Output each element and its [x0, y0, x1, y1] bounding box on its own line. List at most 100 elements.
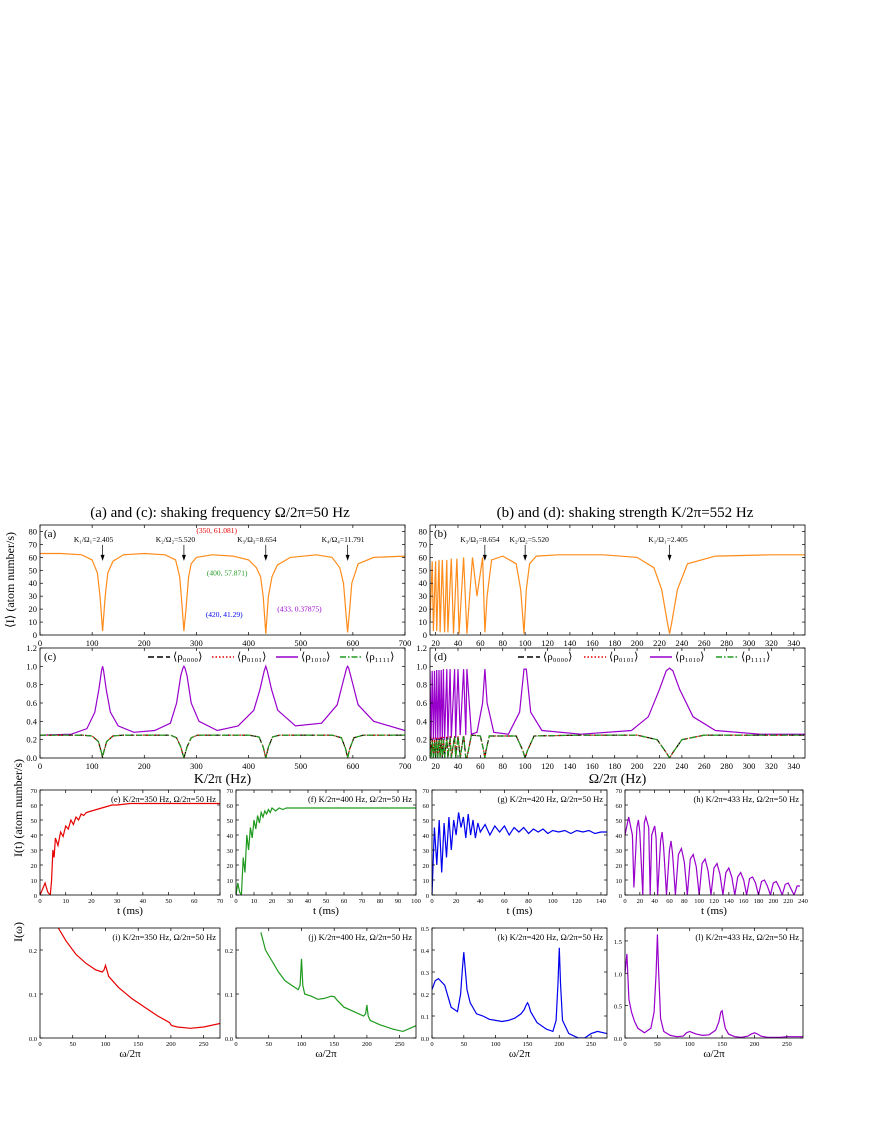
plot-frame-c — [39, 647, 406, 759]
x-tick-label-g-3: 60 — [501, 898, 508, 905]
x-tick-label-d-13: 280 — [720, 761, 733, 771]
x-tick-label-f-3: 30 — [287, 898, 294, 905]
row1-ylabel: ⟨I⟩ (atom number/s) — [3, 532, 17, 628]
x-tick-label-d-6: 140 — [564, 761, 577, 771]
x-tick-label-i-3: 150 — [133, 1041, 143, 1048]
series-line-g-0 — [432, 812, 607, 895]
x-tick-label-j-5: 250 — [395, 1041, 405, 1048]
x-tick-label-k-3: 150 — [523, 1041, 533, 1048]
x-tick-label-h-1: 20 — [637, 898, 644, 905]
y-tick-label-e-3: 30 — [31, 848, 38, 855]
x-tick-label-b-6: 140 — [564, 638, 577, 648]
series-line-d-0 — [430, 667, 805, 740]
x-tick-label-c-4: 400 — [242, 761, 255, 771]
x-tick-label-h-12: 240 — [798, 898, 808, 905]
y-tick-label-k-0: 0.0 — [421, 1036, 429, 1043]
panel-label-l: (l) K/2π=433 Hz, Ω/2π=50 Hz — [695, 932, 799, 942]
y-tick-label-l-3: 1.5 — [614, 939, 622, 946]
x-tick-label-f-5: 50 — [323, 898, 330, 905]
panel-label-a: (a) — [44, 528, 57, 540]
y-tick-label-e-6: 60 — [31, 803, 38, 810]
panel-label-e: (e) K/2π=350 Hz, Ω/2π=50 Hz — [111, 794, 216, 804]
y-tick-label-b-2: 20 — [419, 604, 428, 614]
x-tick-label-h-8: 160 — [739, 898, 749, 905]
x-tick-label-c-7: 700 — [399, 761, 412, 771]
y-tick-label-k-4: 0.4 — [421, 948, 430, 955]
y-tick-label-k-1: 0.1 — [421, 1014, 429, 1021]
y-tick-label-j-0: 0.0 — [225, 1036, 233, 1043]
y-tick-label-c-5: 1.0 — [26, 661, 37, 671]
x-tick-label-f-1: 10 — [251, 898, 258, 905]
y-tick-label-g-4: 40 — [423, 833, 430, 840]
y-tick-label-e-4: 40 — [31, 833, 38, 840]
x-tick-label-h-6: 120 — [709, 898, 719, 905]
series-line-a-0 — [40, 552, 405, 634]
arrow-head-a-0 — [100, 554, 105, 561]
row3-ylabel: I(t) (atom number/s) — [11, 759, 25, 857]
x-tick-label-g-6: 120 — [572, 898, 582, 905]
arrow-head-a-1 — [181, 554, 186, 561]
plot-frame-g — [431, 789, 608, 896]
x-tick-label-e-2: 20 — [88, 898, 95, 905]
panel-label-g: (g) K/2π=420 Hz, Ω/2π=50 Hz — [498, 794, 604, 804]
y-tick-label-l-1: 0.5 — [614, 1004, 622, 1011]
x-tick-label-j-0: 0 — [234, 1041, 237, 1048]
x-tick-label-d-7: 160 — [586, 761, 599, 771]
panel-label-j: (j) K/2π=400 Hz, Ω/2π=50 Hz — [308, 932, 412, 942]
x-tick-label-e-5: 50 — [165, 898, 172, 905]
series-line-k-0 — [432, 947, 607, 1038]
x-tick-label-a-0: 0 — [38, 638, 42, 648]
x-tick-label-g-4: 80 — [525, 898, 532, 905]
x-tick-label-b-16: 340 — [787, 638, 800, 648]
x-axis-label-l: ω/2π — [703, 1048, 725, 1060]
x-tick-label-l-4: 200 — [750, 1041, 760, 1048]
arrow-head-b-1 — [523, 554, 528, 561]
x-axis-label-j: ω/2π — [315, 1048, 337, 1060]
y-tick-label-i-0: 0.0 — [29, 1036, 37, 1043]
x-axis-label-k: ω/2π — [509, 1048, 531, 1060]
arrow-head-a-3 — [345, 554, 350, 561]
y-tick-label-e-5: 50 — [31, 818, 38, 825]
annotation-a-2: K₃/Ω₃=8.654 — [237, 535, 277, 544]
x-tick-label-f-0: 0 — [234, 898, 237, 905]
y-tick-label-h-1: 10 — [616, 878, 623, 885]
y-tick-label-f-2: 20 — [227, 863, 234, 870]
plot-frame-b — [429, 524, 806, 636]
y-tick-label-g-3: 30 — [423, 848, 430, 855]
y-tick-label-c-4: 0.8 — [26, 680, 37, 690]
plot-frame-k — [431, 927, 608, 1039]
series-line-d-3 — [430, 734, 805, 758]
y-tick-label-b-5: 50 — [419, 565, 428, 575]
x-tick-label-b-12: 260 — [698, 638, 711, 648]
annotation-a-5: (400, 57.871) — [207, 568, 248, 577]
legend-label-c-1: ⟨ρ₀₁₀₁⟩ — [237, 651, 266, 663]
plot-frame-i — [39, 927, 221, 1039]
x-tick-label-d-9: 200 — [631, 761, 644, 771]
plot-frame-j — [235, 927, 417, 1039]
y-tick-label-d-1: 0.2 — [416, 735, 427, 745]
x-tick-label-a-6: 600 — [346, 638, 359, 648]
annotation-a-0: K₁/Ω₁=2.405 — [74, 535, 114, 544]
x-tick-label-i-5: 250 — [199, 1041, 209, 1048]
x-tick-label-d-3: 80 — [499, 761, 508, 771]
y-tick-label-g-2: 20 — [423, 863, 430, 870]
x-axis-label-h: t (ms) — [701, 905, 727, 917]
x-tick-label-g-0: 0 — [430, 898, 433, 905]
y-tick-label-d-2: 0.4 — [416, 716, 427, 726]
x-tick-label-a-5: 500 — [294, 638, 307, 648]
x-tick-label-i-2: 100 — [101, 1041, 111, 1048]
y-tick-label-a-0: 0 — [33, 630, 37, 640]
x-tick-label-f-6: 60 — [341, 898, 348, 905]
x-tick-label-d-2: 60 — [476, 761, 485, 771]
x-tick-label-e-4: 40 — [140, 898, 147, 905]
series-line-l-0 — [625, 934, 803, 1038]
y-tick-label-b-6: 60 — [419, 552, 428, 562]
x-tick-label-e-1: 10 — [62, 898, 69, 905]
y-tick-label-b-4: 40 — [419, 578, 428, 588]
x-tick-label-c-0: 0 — [38, 761, 42, 771]
